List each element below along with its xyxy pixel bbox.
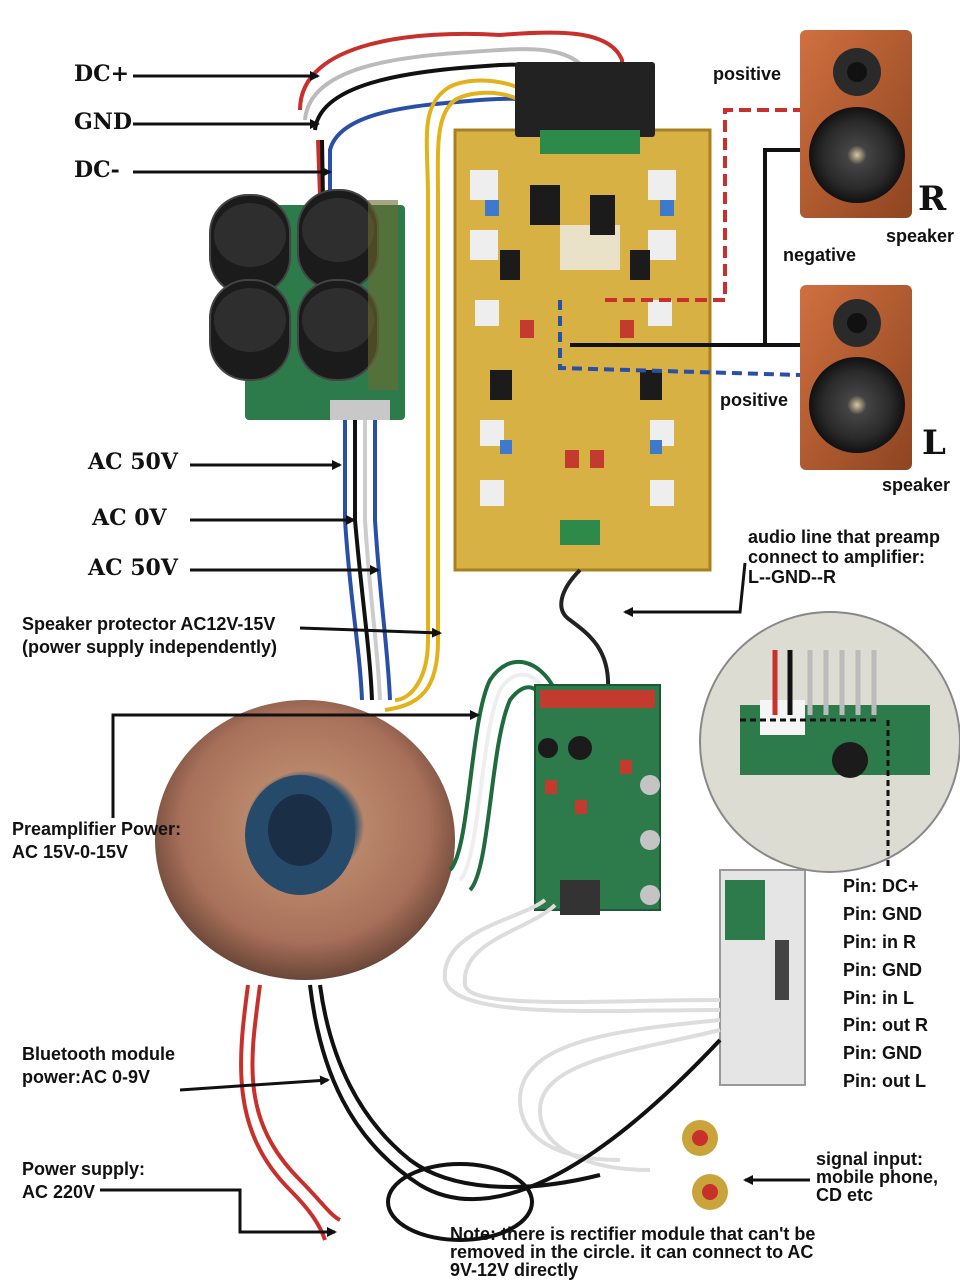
- pin-item: Pin: in R: [843, 931, 916, 952]
- preamp-board: [534, 684, 661, 915]
- pointer-arrows: [100, 71, 810, 1237]
- bluetooth-module: [719, 869, 806, 1086]
- audio-line-line2: connect to amplifier:: [748, 547, 926, 568]
- speaker-r-positive-label: positive: [713, 64, 782, 84]
- pin-item: Pin: DC+: [843, 876, 919, 896]
- power-supply-label: Power supply: AC 220V: [22, 1158, 145, 1205]
- signal-input-line2: mobile phone,: [816, 1167, 939, 1187]
- bluetooth-power-label: Bluetooth module power:AC 0-9V: [22, 1043, 175, 1090]
- note-line1: Note: there is rectifier module that can…: [450, 1224, 816, 1244]
- protector-label: Speaker protector AC12V-15V (power suppl…: [22, 613, 277, 660]
- note-line2: removed in the circle. it can connect to…: [450, 1242, 814, 1262]
- mains-wires: [239, 984, 722, 1241]
- speaker-r-channel-label: R: [918, 179, 947, 219]
- protector-line1: Speaker protector AC12V-15V: [22, 614, 276, 634]
- speaker-r-caption: speaker: [886, 226, 955, 246]
- speaker-l-caption: speaker: [882, 475, 951, 495]
- bluetooth-power-line2: power:AC 0-9V: [22, 1067, 151, 1088]
- speaker-l-channel-label: L: [922, 423, 946, 463]
- ac-50v-top-label: AC 50V: [88, 449, 178, 475]
- signal-input-line1: signal input:: [816, 1149, 923, 1169]
- zoom-inset: [699, 611, 960, 873]
- rectifier-note: Note: there is rectifier module that can…: [450, 1225, 815, 1279]
- pin-item: Pin: GND: [843, 959, 922, 980]
- preamp-power-wires: [448, 660, 557, 892]
- bluetooth-power-line1: Bluetooth module: [22, 1044, 175, 1064]
- amplifier-board: [453, 62, 712, 572]
- audio-line-wire: [559, 568, 611, 691]
- speaker-negative-label: negative: [783, 245, 857, 265]
- pin-item: Pin: out R: [843, 1015, 928, 1036]
- power-supply-line2: AC 220V: [22, 1182, 96, 1203]
- pin-item: Pin: out L: [843, 1071, 926, 1092]
- rca-jacks: [682, 1120, 728, 1210]
- pin-item: Pin: in L: [843, 987, 914, 1008]
- signal-input-label: signal input: mobile phone, CD etc: [816, 1150, 938, 1204]
- audio-line-line1: audio line that preamp: [748, 527, 941, 547]
- speaker-wiring: [558, 108, 801, 377]
- ac-wires: [343, 420, 392, 701]
- ac-0v-label: AC 0V: [92, 505, 167, 531]
- power-supply-line1: Power supply:: [22, 1159, 146, 1179]
- preamp-power-line1: Preamplifier Power:: [12, 819, 182, 839]
- pin-list: Pin: DC+ Pin: GND Pin: in R Pin: GND Pin…: [843, 873, 928, 1096]
- speaker-l-positive-label: positive: [720, 390, 789, 410]
- pin-item: Pin: GND: [843, 1043, 922, 1064]
- pin-item: Pin: GND: [843, 903, 922, 924]
- dc-plus-label: DC+: [74, 61, 130, 87]
- note-line3: 9V-12V directly: [450, 1260, 579, 1280]
- audio-line-line3: L--GND--R: [748, 567, 836, 588]
- dc-minus-label: DC-: [74, 157, 120, 183]
- gnd-label: GND: [74, 109, 132, 135]
- rectifier-circle: [386, 1162, 534, 1242]
- speaker-l-cabinet: [800, 285, 912, 470]
- speaker-r-cabinet: [800, 30, 912, 218]
- toroidal-transformer: [155, 700, 455, 980]
- preamp-power-label: Preamplifier Power: AC 15V-0-15V: [12, 818, 181, 865]
- ac-50v-bottom-label: AC 50V: [88, 555, 178, 581]
- signal-input-line3: CD etc: [816, 1185, 874, 1205]
- preamp-power-line2: AC 15V-0-15V: [12, 842, 129, 863]
- protector-line2: (power supply independently): [22, 637, 278, 658]
- signal-wires: [442, 898, 721, 1172]
- audio-line-label: audio line that preamp connect to amplif…: [748, 527, 940, 587]
- capacitor-board: [209, 189, 405, 420]
